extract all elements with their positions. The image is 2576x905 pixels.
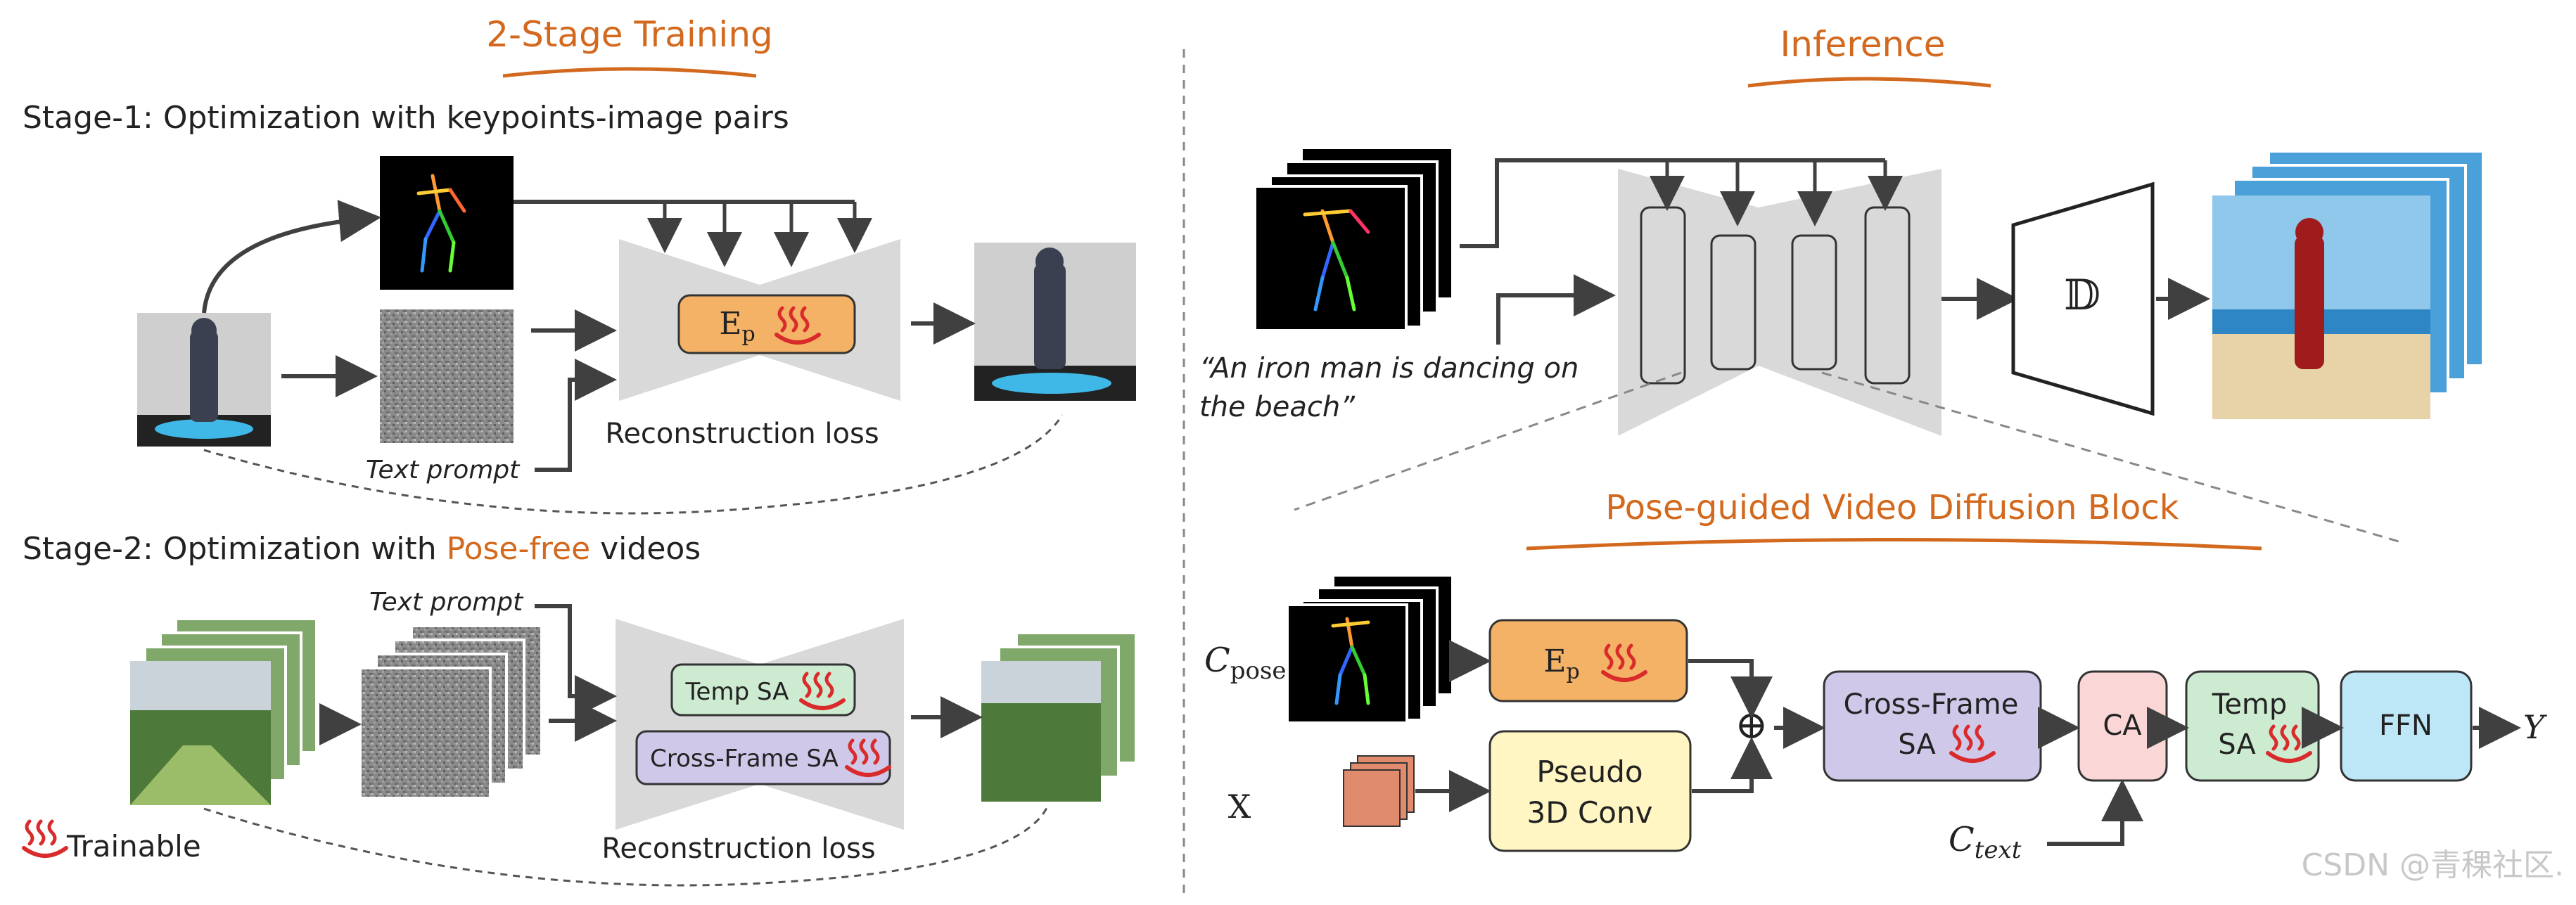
trainable-legend-flame-icon [24, 821, 66, 856]
inference-unet-block [1618, 169, 1941, 436]
trainable-legend-label: Trainable [66, 829, 201, 864]
stage1-text-prompt: Text prompt [366, 456, 521, 484]
inference-title-underline [1747, 77, 1991, 88]
block-cross-frame-line1: Cross-Frame [1844, 688, 2019, 721]
c-text-subscript: text [1975, 836, 2022, 864]
stage2-caption-highlight: Pose-free [447, 531, 591, 567]
x-latent-cubes [1343, 755, 1415, 827]
pseudo-conv-line1: Pseudo [1536, 755, 1643, 789]
zoom-line-left [1294, 371, 1682, 511]
stage2-temp-sa-label: Temp SA [685, 678, 789, 706]
svg-text:Cpose: Cpose [1204, 641, 1287, 685]
ca-label: CA [2103, 710, 2142, 742]
pseudo-3d-conv-module[interactable] [1488, 730, 1692, 852]
ffn-label: FFN [2379, 710, 2432, 742]
stage2-loss-curve [203, 804, 1050, 887]
input-robot-image [137, 313, 271, 447]
block-title: Pose-guided Video Diffusion Block [1605, 488, 2179, 527]
inference-prompt-line1: “An iron man is dancing on [1199, 352, 1579, 385]
stage1-ep-subscript: p [741, 322, 755, 347]
decoder-block [2011, 181, 2155, 416]
training-title-underline [502, 67, 757, 78]
block-temp-line2: SA [2218, 729, 2256, 761]
block-temp-line1: Temp [2212, 688, 2288, 721]
svg-text:Ep: Ep [719, 306, 755, 347]
stage2-caption-post: videos [590, 531, 701, 567]
stage2-noise-frames [359, 624, 543, 800]
pseudo-conv-line2: 3D Conv [1527, 795, 1653, 830]
y-output-label: Y [2523, 708, 2548, 746]
stage1-loss-label: Reconstruction loss [605, 418, 879, 450]
c-pose-subscript: pose [1230, 657, 1287, 685]
stage2-loss-label: Reconstruction loss [601, 833, 875, 865]
training-title: 2-Stage Training [486, 14, 773, 55]
stage2-output-video-frames [981, 631, 1137, 802]
c-pose-label: C [1204, 641, 1230, 680]
stage1-noise-latent [380, 309, 514, 443]
stage1-caption: Stage-1: Optimization with keypoints-ima… [23, 100, 789, 136]
stage1-arrow-prompt-to-encoder [535, 359, 617, 472]
stage1-ep-label: E [719, 306, 741, 342]
svg-text:Ep: Ep [1543, 643, 1579, 684]
stage2-temp-sa-module[interactable] [670, 663, 856, 717]
inference-prompt-line2: the beach” [1199, 391, 1355, 423]
block-arrow-conv-to-sum [1692, 737, 1773, 793]
stage2-input-video-frames [130, 617, 318, 805]
decoder-label: 𝔻 [2064, 271, 2100, 320]
stage1-arrow-to-keypoints [202, 200, 381, 314]
block-ep-subscript: p [1566, 660, 1579, 684]
stage2-cross-frame-sa-label: Cross-Frame SA [650, 745, 839, 773]
watermark-text: CSDN @青稞社区. [2302, 847, 2564, 883]
stage2-caption-pre: Stage-2: Optimization with [23, 531, 447, 567]
stage1-loss-curve [203, 414, 1064, 515]
block-cross-frame-line2: SA [1898, 729, 1936, 761]
inference-output-video-frames [2212, 150, 2485, 419]
block-pose-frames [1286, 574, 1454, 724]
block-ep-label: E [1543, 643, 1566, 679]
block-arrow-ctext-to-ca [2047, 779, 2143, 846]
inference-title: Inference [1780, 24, 1946, 65]
unet-layer-1 [1640, 206, 1686, 385]
stage1-ep-module[interactable] [677, 294, 856, 354]
stage2-arrow-prompt-to-encoder [535, 604, 617, 717]
inference-pose-bus [1460, 158, 1885, 248]
svg-text:Stage-2: Optimization with Pos: Stage-2: Optimization with Pose-free vid… [23, 531, 701, 567]
c-text-label: C [1949, 820, 1975, 859]
inference-arrow-prompt-to-unet [1496, 274, 1616, 345]
block-title-underline [1526, 538, 2262, 551]
inference-pose-frames [1254, 146, 1454, 332]
keypoint-skeleton-icon [416, 174, 466, 273]
unet-layer-2 [1710, 234, 1756, 371]
unet-layer-4 [1864, 206, 1911, 385]
unet-layer-3 [1791, 234, 1837, 371]
svg-text:Ctext: Ctext [1949, 820, 2022, 864]
block-arrow-ep-to-sum [1688, 659, 1773, 719]
output-robot-image [974, 243, 1136, 401]
block-ep-module[interactable] [1488, 619, 1688, 702]
stage2-encoder-block [616, 619, 904, 830]
x-input-label: X [1228, 788, 1251, 826]
stage2-cross-frame-sa-module[interactable] [635, 730, 891, 785]
stage2-text-prompt: Text prompt [369, 588, 524, 617]
